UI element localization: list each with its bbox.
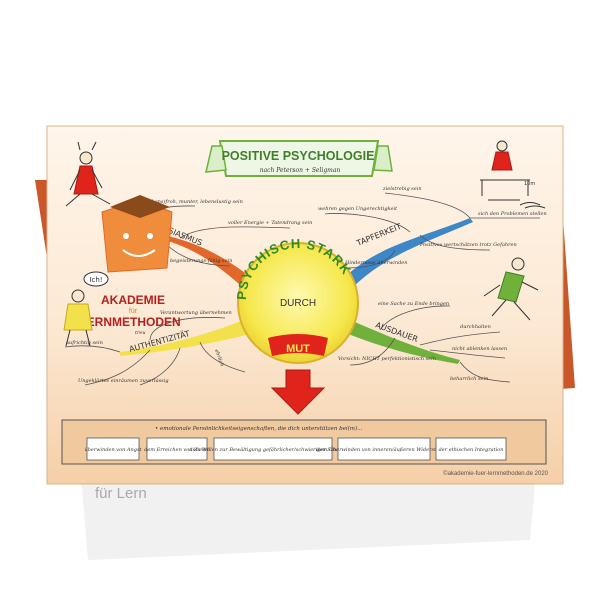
bottom-item-2: dem Willen zur Bewältigung gefährlicher/… (189, 447, 356, 453)
central-middle-text: DURCH (280, 298, 316, 309)
bottom-box: • emotionale Persönlichkeitseigenschafte… (61, 419, 549, 477)
bottom-item-1: dem Erreichen von Zielen (144, 447, 210, 453)
figure-jumping-red (65, 141, 111, 207)
banner-title: POSITIVE PSYCHOLOGIE (222, 149, 375, 163)
leaf-authentizitaet-3: ehrlich (213, 349, 225, 368)
figure-top-right: 10m (480, 140, 546, 209)
leaf-authentizitaet-1: treu (135, 330, 146, 336)
leaf-enthusiasmus-2: begeisterungs-fähig sein (170, 258, 233, 264)
leaf-authentizitaet-0: Verantwortung übernehmen (160, 310, 232, 316)
academy-logo: Ich! AKADEMIE für LERNMETHODEN (79, 195, 181, 329)
figure-running-green (483, 257, 539, 321)
svg-text:10m: 10m (524, 181, 535, 187)
leaf-tapferkeit-2: wehren gegen Ungerechtigkeit (318, 206, 398, 212)
leaf-tapferkeit-3: Positives wertschätzen trotz Gefahren (419, 242, 517, 248)
leaf-enthusiasmus-1: voller Energie + Tatendrang sein (228, 220, 312, 226)
bottom-box-heading: • emotionale Persönlichkeitseigenschafte… (155, 425, 363, 432)
logo-speech: Ich! (89, 276, 102, 284)
leaf-ausdauer-3: Vorsicht: NICHT perfektionistisch sein (338, 356, 436, 362)
leaf-tapferkeit-0: zielstrebig sein (382, 186, 422, 192)
branch-tapferkeit (346, 218, 473, 290)
leaf-ausdauer-4: beharrlich sein (450, 376, 488, 382)
leaf-enthusiasmus-0: (lebens)froh, munter, lebenslustig sein (145, 198, 243, 205)
leaf-authentizitaet-2: aufrichtig sein (66, 340, 103, 346)
leaf-ausdauer-0: eine Sache zu Ende bringen (378, 301, 449, 307)
central-circle: PSYCHISCH STARK DURCH MUT (234, 236, 359, 364)
leaves-text: (lebens)froh, munter, lebenslustig sein … (66, 186, 547, 384)
bottom-item-3: dem Überwinden von inneren/äußeren Wider… (316, 446, 451, 453)
leaf-authentizitaet-4: Ungeklärtes einräumen (78, 378, 138, 384)
logo-line3: LERNMETHODEN (79, 315, 180, 329)
leaf-ausdauer-1: durchhalten (460, 324, 491, 330)
bottom-item-4: der ethischen Integration (439, 447, 504, 453)
bottom-item-0: überwinden von Angst (84, 447, 142, 453)
leaf-tapferkeit-4: Hindernisse überwinden (344, 260, 407, 266)
banner-subtitle: nach Peterson + Seligman (260, 167, 341, 174)
central-bottom-text: MUT (286, 343, 310, 355)
logo-line2: für (129, 308, 138, 315)
bottom-items: überwinden von Angst dem Erreichen von Z… (84, 437, 507, 461)
leaf-authentizitaet-5: zuverlässig (139, 378, 169, 384)
logo-line1: AKADEMIE (101, 293, 165, 307)
title-banner: POSITIVE PSYCHOLOGIE nach Peterson + Sel… (205, 140, 393, 177)
red-arrow-down (270, 369, 326, 415)
leaf-ausdauer-2: nicht ablenken lassen (452, 346, 507, 352)
branch-ausdauer (346, 320, 460, 364)
background-paper-text: für Lern (95, 485, 147, 502)
copyright: ©akademie-fuer-lernmethoden.de 2020 (443, 470, 548, 477)
figure-yellow-bottom-left (63, 289, 93, 347)
leaf-tapferkeit-1: sich den Problemen stellen (478, 211, 547, 217)
branch-authentizitaet (120, 320, 250, 356)
